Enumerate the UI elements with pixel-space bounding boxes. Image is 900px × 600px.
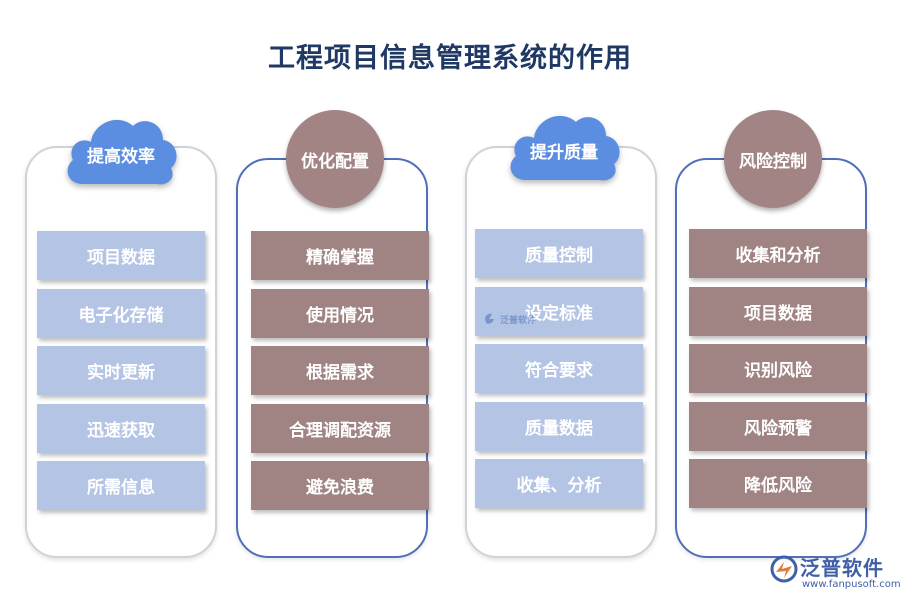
column-heading: 优化配置 xyxy=(286,110,384,208)
list-item: 识别风险 xyxy=(689,344,867,393)
list-item: 合理调配资源 xyxy=(251,404,429,453)
logo-name: 泛普软件 xyxy=(800,556,884,580)
list-item: 根据需求 xyxy=(251,346,429,395)
list-item: 收集和分析 xyxy=(689,229,867,278)
list-item: 迅速获取 xyxy=(37,404,205,453)
list-item: 符合要求 xyxy=(475,344,643,393)
list-item: 设定标准 xyxy=(475,287,643,336)
column-heading: 风险控制 xyxy=(724,110,822,208)
logo-icon xyxy=(485,313,494,324)
list-item: 避免浪费 xyxy=(251,461,429,510)
list-item: 使用情况 xyxy=(251,289,429,338)
list-item: 所需信息 xyxy=(37,461,205,510)
list-item: 降低风险 xyxy=(689,459,867,508)
list-item: 精确掌握 xyxy=(251,231,429,280)
watermark-text: 泛普软件 xyxy=(500,315,537,326)
brand-logo: 泛普软件 www.fanpusoft.com xyxy=(770,552,900,596)
list-item: 项目数据 xyxy=(689,287,867,336)
list-item: 收集、分析 xyxy=(475,459,643,508)
cloud-icon: 提高效率 xyxy=(59,106,183,194)
list-item: 电子化存储 xyxy=(37,289,205,338)
logo-icon xyxy=(770,555,798,583)
list-item: 实时更新 xyxy=(37,346,205,395)
list-item: 风险预警 xyxy=(689,402,867,451)
list-item: 质量控制 xyxy=(475,229,643,278)
watermark: 泛普软件 xyxy=(483,312,536,326)
page-title: 工程项目信息管理系统的作用 xyxy=(268,43,632,74)
column-heading: 提高效率 xyxy=(87,147,155,167)
logo-url: www.fanpusoft.com xyxy=(802,579,900,590)
list-item: 质量数据 xyxy=(475,402,643,451)
cloud-icon: 提升质量 xyxy=(502,102,626,190)
list-item: 项目数据 xyxy=(37,231,205,280)
column-heading: 提升质量 xyxy=(530,143,598,163)
